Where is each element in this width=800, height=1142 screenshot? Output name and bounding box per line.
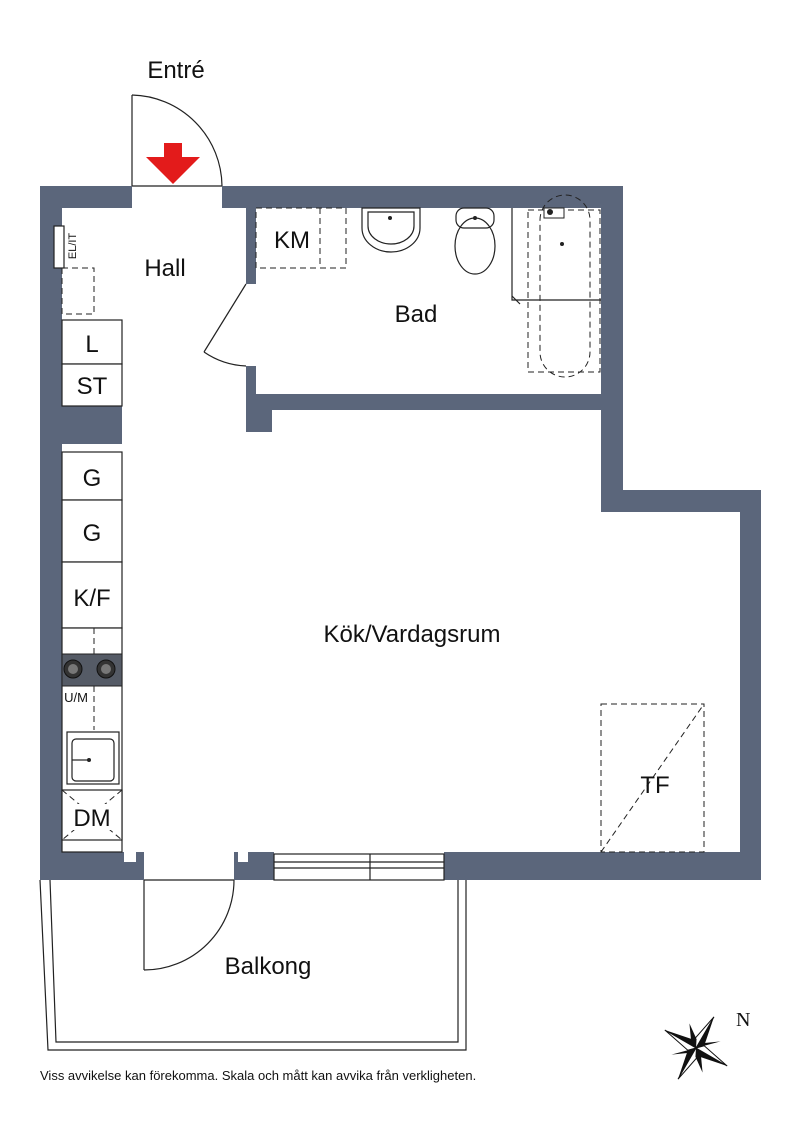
bad-label: Bad [395, 301, 438, 328]
hall-label: Hall [144, 255, 185, 282]
bath-sink-icon [361, 207, 421, 253]
bathtub-icon [511, 194, 601, 378]
st-label: ST [77, 373, 108, 400]
balkong-label: Balkong [225, 953, 312, 980]
balcony-door [143, 879, 235, 971]
el-it-label: EL/IT [67, 233, 79, 260]
balcony-outline [39, 879, 467, 1051]
kok-vardagsrum-label: Kök/Vardagsrum [324, 621, 501, 648]
north-label: N [736, 1009, 750, 1031]
entry-arrow-icon [146, 143, 200, 184]
balcony-window [273, 853, 445, 881]
l-label: L [85, 331, 98, 358]
dm-label: DM [73, 805, 110, 832]
washing-machine [255, 207, 347, 269]
compass-rose-icon [664, 1016, 728, 1080]
entry-door [131, 94, 223, 187]
disclaimer-text: Viss avvikelse kan förekomma. Skala och … [40, 1068, 476, 1083]
entre-label: Entré [147, 57, 204, 84]
dm-label-bg [70, 804, 116, 830]
tf-label: TF [640, 772, 669, 799]
um-label: U/M [64, 690, 88, 705]
bath-door [203, 283, 247, 367]
toilet-icon [454, 207, 496, 275]
wardrobe [600, 703, 705, 853]
g2-label: G [83, 520, 102, 547]
g1-label: G [83, 465, 102, 492]
stove-burner-icon [63, 659, 116, 679]
walls [40, 186, 761, 880]
sink-icon [66, 731, 120, 785]
kf-label: K/F [73, 585, 110, 612]
left-cabinets [53, 225, 123, 853]
km-label: KM [274, 227, 310, 254]
